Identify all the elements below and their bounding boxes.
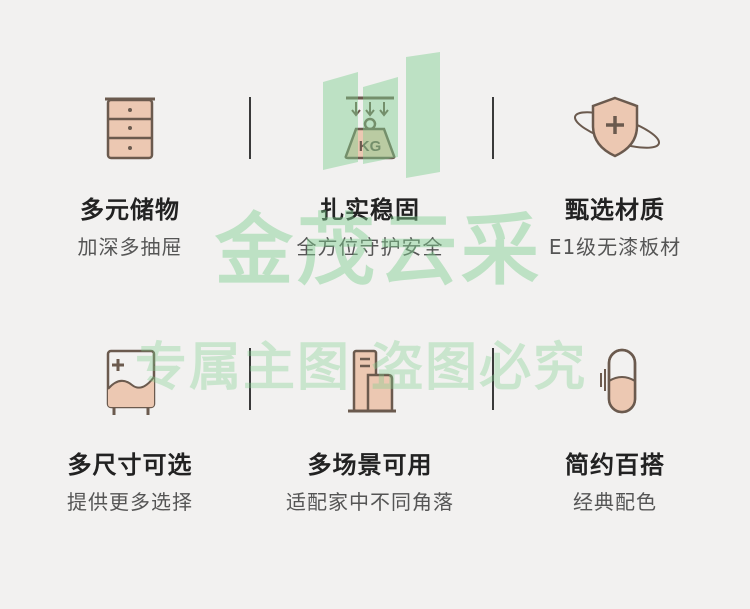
drawer-cabinet-icon — [80, 90, 180, 170]
feature-sturdy: KG 扎实稳固 全方位守护安全 — [245, 0, 495, 260]
column-divider — [492, 348, 494, 410]
weight-kg-icon: KG — [320, 90, 420, 170]
feature-title: 多尺寸可选 — [67, 451, 193, 479]
weight-label: KG — [359, 138, 382, 155]
column-divider — [492, 97, 494, 159]
cabinet-plus-icon — [80, 345, 180, 425]
column-divider — [249, 348, 251, 410]
feature-material: 甄选材质 E1级无漆板材 — [490, 0, 740, 260]
feature-title: 简约百搭 — [565, 451, 665, 479]
watermark-logo-icon — [323, 52, 440, 178]
feature-title: 多场景可用 — [307, 451, 433, 479]
feature-title: 甄选材质 — [565, 196, 665, 224]
feature-title: 扎实稳固 — [320, 196, 420, 224]
capsule-icon — [565, 345, 665, 425]
feature-scenes: 多场景可用 适配家中不同角落 — [245, 305, 495, 565]
column-divider — [249, 97, 251, 159]
feature-subtitle: 提供更多选择 — [67, 490, 193, 514]
feature-subtitle: E1级无漆板材 — [548, 235, 682, 259]
feature-sizes: 多尺寸可选 提供更多选择 — [5, 305, 255, 565]
feature-subtitle: 适配家中不同角落 — [286, 490, 454, 514]
feature-storage: 多元储物 加深多抽屉 — [5, 0, 255, 260]
shield-plus-icon — [565, 90, 665, 170]
feature-subtitle: 经典配色 — [573, 490, 657, 514]
scene-cabinet-icon — [320, 345, 420, 425]
feature-subtitle: 加深多抽屉 — [77, 235, 183, 259]
feature-subtitle: 全方位守护安全 — [296, 235, 444, 259]
feature-style: 简约百搭 经典配色 — [490, 305, 740, 565]
feature-title: 多元储物 — [80, 196, 180, 224]
